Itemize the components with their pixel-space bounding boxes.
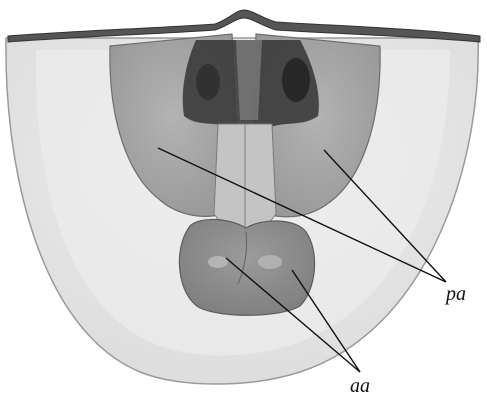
dark-mass-highlight [236,40,262,120]
right-dark-spot [282,58,310,102]
left-dark-spot [196,64,220,100]
anterior-lobes [179,219,314,315]
label-aa: aa [350,375,370,397]
label-pa: pa [444,283,466,305]
top-rim [8,10,480,42]
right-anterior-spot [258,255,282,269]
left-anterior-spot [208,256,228,268]
